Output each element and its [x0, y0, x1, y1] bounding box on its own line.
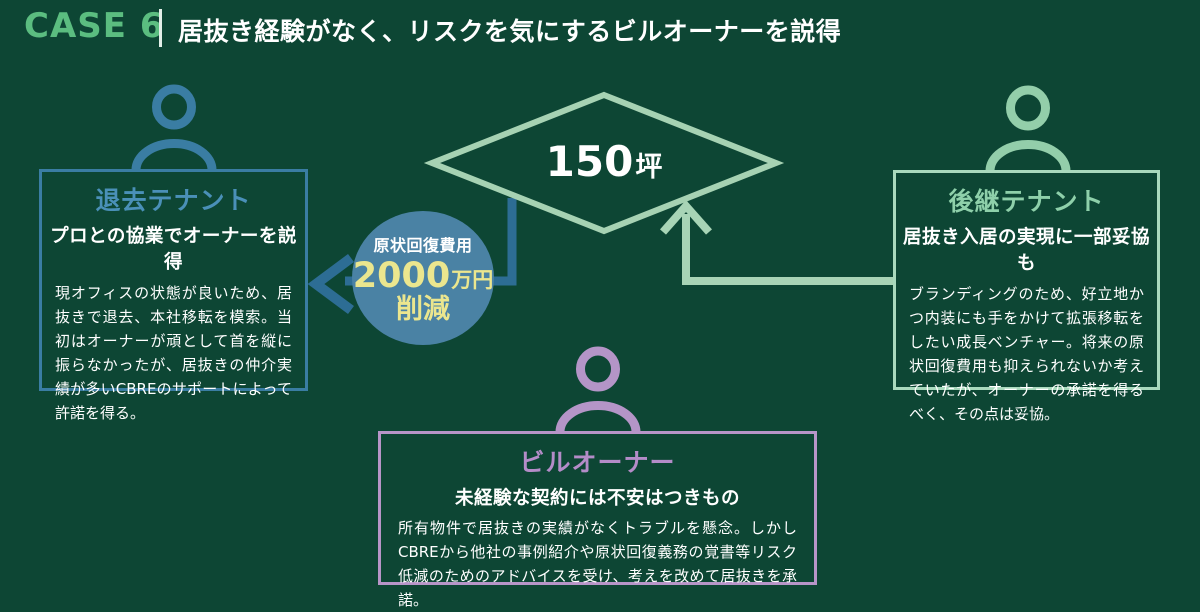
- building-owner-box: ビルオーナー 未経験な契約には不安はつきもの 所有物件で居抜きの実績がなくトラブ…: [378, 431, 817, 609]
- savings-amount-row: 2000 万円: [353, 257, 493, 295]
- successor-tenant-title: 後継テナント: [948, 187, 1105, 216]
- successor-tenant-subtitle: 居抜き入居の実現に一部妥協も: [902, 227, 1150, 274]
- arrow-left-icon: [307, 253, 354, 315]
- building-owner-title: ビルオーナー: [519, 448, 676, 477]
- savings-reduce-label: 削減: [396, 293, 450, 325]
- arrow-up-icon: [660, 199, 712, 235]
- departing-tenant-body: 現オフィスの状態が良いため、居抜きで退去、本社移転を模索。当初はオーナーが頑とし…: [55, 284, 292, 422]
- successor-connector-line: [682, 214, 893, 285]
- header-divider: [159, 9, 162, 47]
- page-title: 居抜き経験がなく、リスクを気にするビルオーナーを説得: [178, 17, 842, 46]
- area-unit: 坪: [635, 152, 663, 183]
- savings-amount: 2000: [352, 255, 451, 296]
- savings-circle: 原状回復費用 2000 万円 削減: [352, 211, 494, 345]
- departing-tenant-title: 退去テナント: [95, 186, 252, 215]
- building-owner-person-icon: [555, 346, 641, 432]
- successor-tenant-person-icon: [985, 85, 1071, 171]
- successor-tenant-body: ブランディングのため、好立地かつ内装にも手をかけて拡張移転をしたい成長ベンチャー…: [909, 285, 1144, 423]
- case-label: CASE 6: [24, 6, 165, 46]
- savings-amount-unit: 万円: [451, 267, 494, 292]
- area-diamond-label: 150 坪: [504, 130, 704, 194]
- departing-tenant-box: 退去テナント プロとの協業でオーナーを説得 現オフィスの状態が良いため、居抜きで…: [39, 169, 308, 422]
- area-value: 150: [545, 137, 634, 186]
- building-owner-body: 所有物件で居抜きの実績がなくトラブルを懸念。しかしCBREから他社の事例紹介や原…: [398, 519, 797, 609]
- departing-tenant-subtitle: プロとの協業でオーナーを説得: [50, 226, 297, 273]
- area-diamond-shape: [423, 91, 785, 235]
- building-owner-subtitle: 未経験な契約には不安はつきもの: [454, 488, 740, 509]
- departing-tenant-person-icon: [131, 84, 217, 170]
- successor-tenant-box: 後継テナント 居抜き入居の実現に一部妥協も ブランディングのため、好立地かつ内装…: [893, 170, 1160, 423]
- savings-label: 原状回復費用: [373, 235, 473, 255]
